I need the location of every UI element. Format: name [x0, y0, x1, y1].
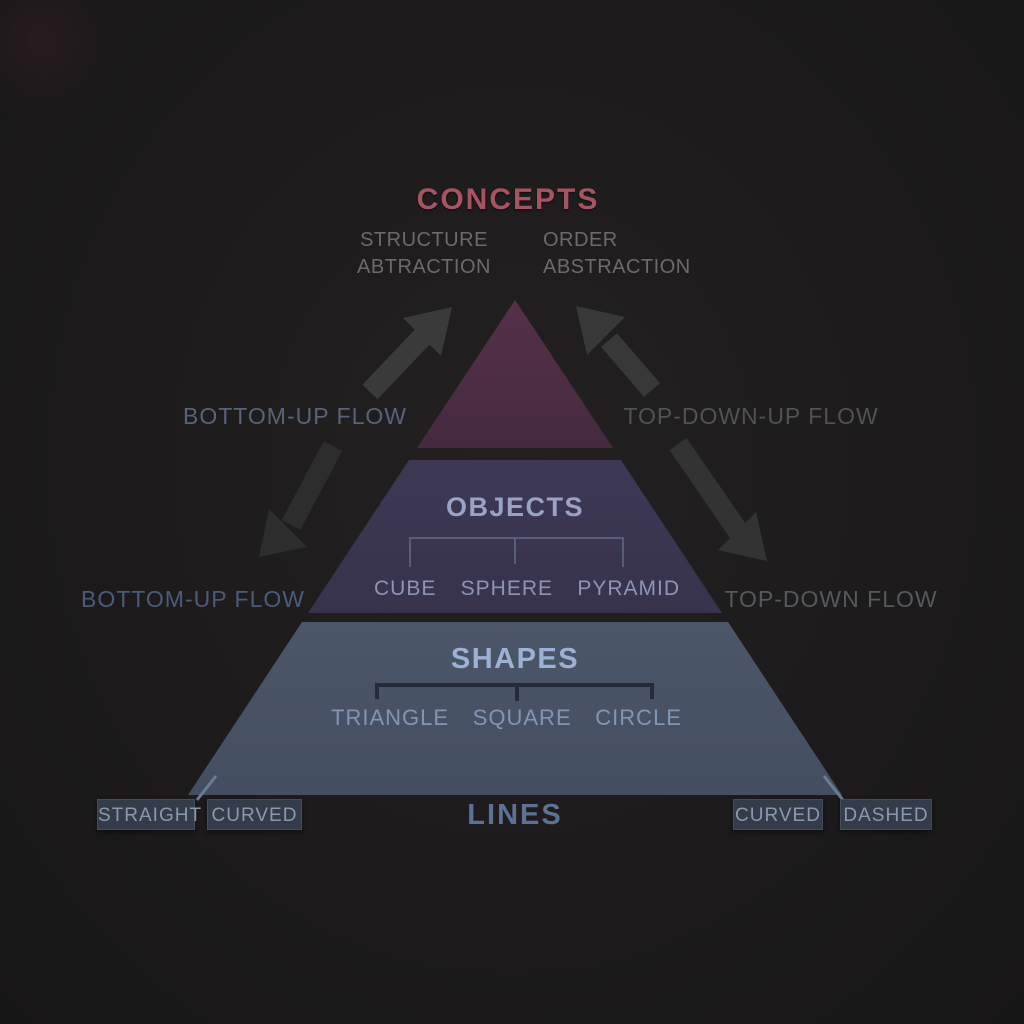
objects-item-pyramid: PYRAMID	[577, 577, 680, 600]
objects-items-row: CUBE SPHERE PYRAMID	[374, 577, 680, 601]
bottom-up-arrow-up-icon	[362, 307, 452, 400]
concepts-note-left: STRUCTURE ABTRACTION	[350, 227, 498, 281]
flow-label-upper-right: TOP-DOWN-UP FLOW	[623, 403, 879, 429]
page-title: CONCEPTS	[416, 183, 600, 216]
tier-shapes	[188, 622, 842, 795]
top-down-arrow-up-icon	[576, 306, 660, 397]
shapes-item-triangle: TRIANGLE	[331, 705, 450, 730]
concepts-note-right: ORDER ABSTRACTION	[543, 227, 691, 281]
right-corner-connector	[822, 775, 845, 801]
flow-label-upper-left: BOTTOM-UP FLOW	[183, 403, 407, 429]
tag-curved-left: CURVED	[207, 799, 302, 830]
flow-label-lower-left: BOTTOM-UP FLOW	[81, 586, 305, 612]
shapes-item-square: SQUARE	[472, 705, 572, 730]
flow-label-lower-right: TOP-DOWN FLOW	[724, 586, 938, 612]
shapes-tier-title: SHAPES	[450, 643, 580, 675]
top-down-arrow-down-icon	[669, 438, 767, 561]
tier-objects	[308, 460, 722, 613]
note-order: ORDER	[543, 229, 618, 251]
tag-curved-right: CURVED	[733, 799, 823, 830]
objects-bracket	[409, 537, 624, 567]
tier-concepts	[417, 300, 613, 448]
note-abtraction: ABTRACTION	[357, 256, 491, 278]
tag-dashed: DASHED	[840, 799, 932, 830]
shapes-items-row: TRIANGLE SQUARE CIRCLE	[331, 705, 682, 731]
objects-item-cube: CUBE	[374, 577, 437, 600]
shapes-bracket	[375, 683, 654, 701]
objects-item-sphere: SPHERE	[460, 577, 554, 600]
lines-base-title: LINES	[467, 799, 563, 831]
shapes-item-circle: CIRCLE	[595, 705, 682, 730]
tag-straight: STRAIGHT	[97, 799, 201, 830]
note-abstraction: ABSTRACTION	[543, 256, 691, 278]
left-corner-connector	[195, 775, 218, 801]
note-structure: STRUCTURE	[360, 229, 488, 251]
bottom-up-arrow-down-icon	[259, 441, 343, 557]
objects-tier-title: OBJECTS	[445, 492, 585, 522]
